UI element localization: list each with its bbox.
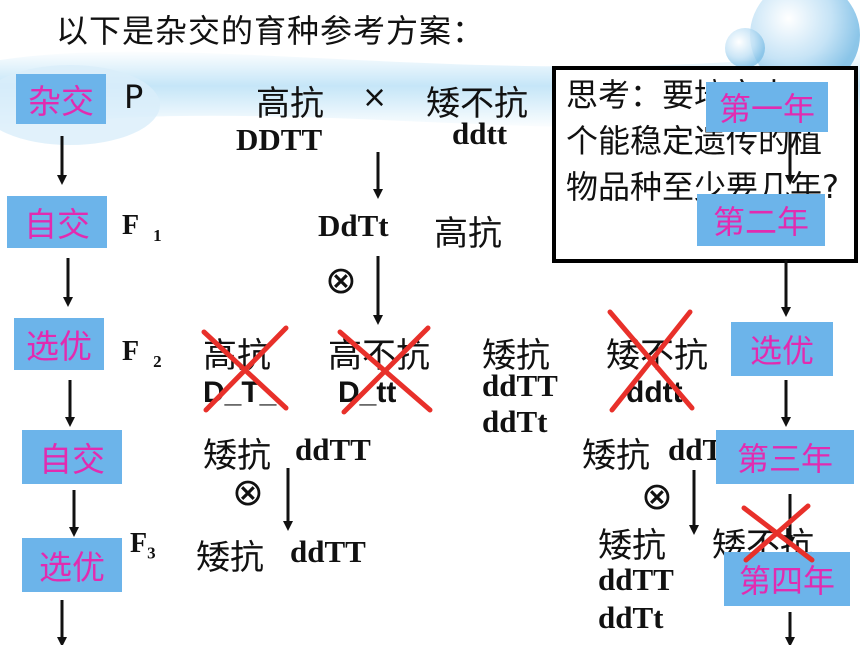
right-branch-selfing-symbol: ⊗ xyxy=(641,474,673,518)
right-f3-genotype-1: ddTT xyxy=(598,562,674,597)
left-f3-genotype: ddTT xyxy=(290,534,366,569)
year-one-box: 第一年 xyxy=(706,82,828,132)
parent-left-genotype: DDTT xyxy=(236,122,323,157)
f2-genotype-short-nonresistant: ddtt xyxy=(626,376,683,409)
step-select-box-2: 选优 xyxy=(22,538,122,592)
year-two-box: 第二年 xyxy=(697,194,825,246)
slide-title: 以下是杂交的育种参考方案： xyxy=(56,12,486,50)
right-branch-phenotype: 矮抗 xyxy=(582,436,650,476)
year-select-box: 选优 xyxy=(731,322,833,376)
f2-genotype-tall-nonresistant: D_tt xyxy=(338,376,397,409)
year-four-box: 第四年 xyxy=(724,552,850,606)
f2-phenotype-short-nonresistant: 矮不抗 xyxy=(606,336,708,376)
parent-right-phenotype: 矮不抗 xyxy=(426,84,528,124)
left-branch-genotype: ddTT xyxy=(295,432,371,467)
step-self-box: 自交 xyxy=(7,196,107,248)
f2-genotype-short-resistant-2: ddTt xyxy=(482,404,548,439)
f2-genotype-short-resistant-1: ddTT xyxy=(482,368,558,403)
left-branch-phenotype: 矮抗 xyxy=(203,436,271,476)
f2-phenotype-short-resistant: 矮抗 xyxy=(482,336,550,376)
right-f3-phenotype-resistant: 矮抗 xyxy=(598,526,666,566)
year-three-box: 第三年 xyxy=(716,430,854,484)
f1-phenotype: 高抗 xyxy=(434,214,502,254)
step-cross-box: 杂交 xyxy=(16,74,106,124)
f1-genotype: DdTt xyxy=(318,208,389,243)
f2-phenotype-tall-resistant: 高抗 xyxy=(203,336,271,376)
right-f3-genotype-2: ddTt xyxy=(598,600,664,635)
generation-f3-label: F3 xyxy=(130,528,156,563)
right-branch-genotype: ddT xyxy=(668,432,724,467)
left-f3-phenotype: 矮抗 xyxy=(196,538,264,578)
f1-selfing-symbol: ⊗ xyxy=(325,258,357,302)
generation-p-label: P xyxy=(124,78,144,116)
step-select-box: 选优 xyxy=(14,318,104,370)
cross-symbol: × xyxy=(362,80,388,115)
f2-genotype-tall-resistant: D_T_ xyxy=(203,376,277,409)
left-branch-selfing-symbol: ⊗ xyxy=(232,470,264,514)
f2-phenotype-tall-nonresistant: 高不抗 xyxy=(328,336,430,376)
parent-right-genotype: ddtt xyxy=(452,116,508,151)
step-self-box-2: 自交 xyxy=(22,430,122,484)
parent-left-phenotype: 高抗 xyxy=(256,84,324,124)
